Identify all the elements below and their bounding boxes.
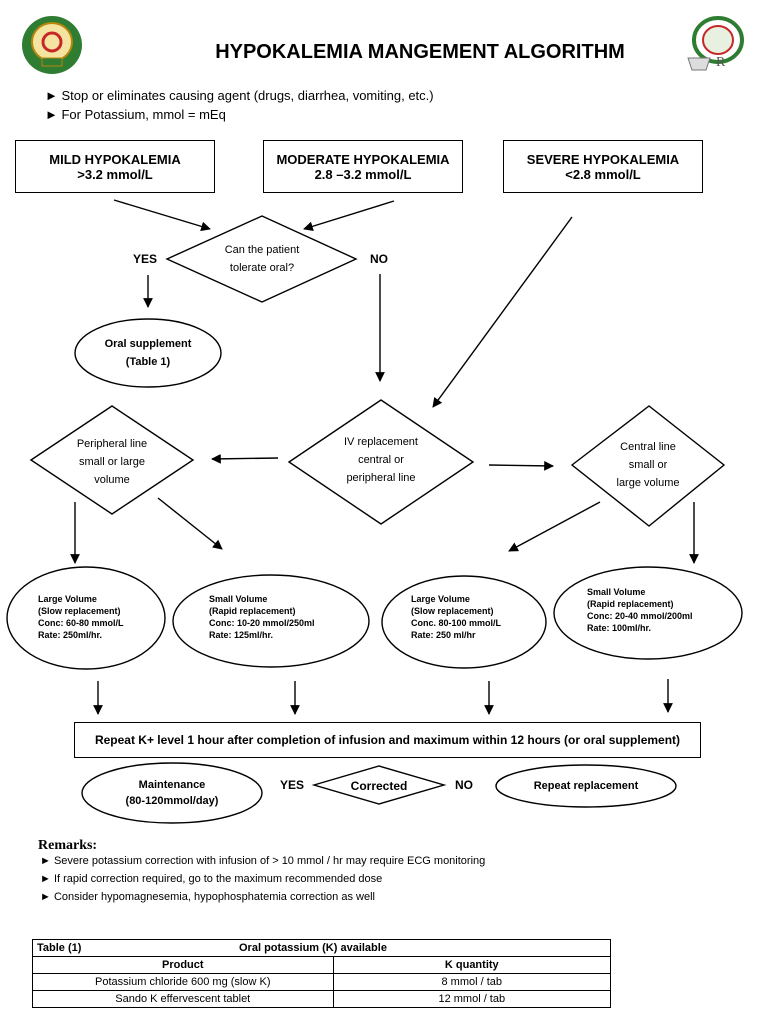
corrected-no-label: NO (455, 778, 473, 792)
oral-supplement-text: Oral supplement (Table 1) (80, 333, 216, 373)
c-small-l2: (Rapid replacement) (587, 599, 674, 609)
moderate-range: 2.8 –3.2 mmol/L (314, 166, 412, 182)
tolerate-oral-line1: Can the patient (224, 244, 300, 256)
remark-ecg: ► Severe potassium correction with infus… (40, 855, 486, 867)
mild-name: MILD HYPOKALEMIA (49, 151, 181, 167)
mild-hypokalemia-box: MILD HYPOKALEMIA >3.2 mmol/L (15, 140, 215, 193)
oral-yes-label: YES (133, 252, 158, 266)
table-caption: Table (1) (37, 942, 82, 954)
maintenance-line1: Maintenance (138, 779, 206, 791)
c-small-ellipse (553, 566, 743, 660)
mild-range: >3.2 mmol/L (77, 166, 153, 182)
oral-supplement-line1: Oral supplement (104, 338, 192, 350)
maintenance-text: Maintenance (80-120mmol/day) (102, 775, 242, 811)
table-caption-row: Table (1) Oral potassium (K) available (32, 939, 611, 957)
row2-product: Sando K effervescent tablet (32, 990, 334, 1008)
svg-text:R: R (716, 55, 726, 70)
remarks-title: Remarks: (38, 838, 98, 853)
p-large-l3: Conc: 60-80 mmol/L (38, 618, 124, 628)
oral-potassium-table: Table (1) Oral potassium (K) available P… (32, 939, 612, 1008)
central-line-diamond (570, 405, 726, 527)
peripheral-line-text: Peripheral line small or large volume (52, 434, 172, 490)
p-small-ellipse (172, 574, 370, 668)
peripheral-line1: Peripheral line (76, 438, 148, 450)
c-large-l3: Conc. 80-100 mmol/L (411, 618, 502, 628)
row1-product: Potassium chloride 600 mg (slow K) (32, 973, 334, 991)
iv-replacement-diamond (287, 399, 475, 525)
corrected-label: Corrected (350, 779, 408, 793)
col-quantity: K quantity (332, 956, 612, 974)
table-header-row: Product K quantity (32, 956, 612, 974)
moderate-hypokalemia-box: MODERATE HYPOKALEMIA 2.8 –3.2 mmol/L (263, 140, 463, 193)
oral-supplement-line2: (Table 1) (125, 356, 171, 368)
peripheral-line-diamond (29, 405, 195, 515)
c-small-l1: Small Volume (587, 587, 646, 597)
central-line2: small or (628, 459, 668, 471)
maintenance-line2: (80-120mmol/day) (125, 795, 219, 807)
col-product: Product (32, 956, 334, 974)
central-line3: large volume (616, 477, 680, 489)
oral-supplement-ellipse (74, 318, 222, 388)
peripheral-line3: volume (94, 474, 130, 486)
tolerate-oral-text: Can the patient tolerate oral? (202, 239, 322, 279)
row2-quantity: 12 mmol / tab (332, 990, 612, 1008)
corrected-yes-label: YES (280, 778, 305, 792)
c-large-ellipse (381, 575, 547, 669)
iv-line2: central or (358, 454, 404, 466)
c-small-text: Small Volume (Rapid replacement) Conc: 2… (587, 586, 693, 634)
p-small-l3: Conc: 10-20 mmol/250ml (209, 618, 315, 628)
corrected-diamond (311, 765, 447, 805)
central-line1: Central line (620, 441, 676, 453)
row1-quantity: 8 mmol / tab (332, 973, 612, 991)
c-small-l3: Conc: 20-40 mmol/200ml (587, 611, 693, 621)
tolerate-oral-line2: tolerate oral? (229, 262, 295, 274)
c-large-l2: (Slow replacement) (411, 606, 494, 616)
remark-hypomagnesemia: ► Consider hypomagnesemia, hypophosphate… (40, 891, 375, 903)
repeat-replacement-text: Repeat replacement (533, 780, 639, 792)
p-small-l4: Rate: 125ml/hr. (209, 630, 274, 640)
ministry-emblem-logo (22, 16, 82, 74)
tolerate-oral-diamond (165, 215, 358, 303)
bullet-mmol-meq: ► For Potassium, mmol = mEq (45, 107, 226, 122)
c-large-l1: Large Volume (411, 594, 470, 604)
p-large-text: Large Volume (Slow replacement) Conc: 60… (38, 593, 124, 641)
repeat-k-level-text: Repeat K+ level 1 hour after completion … (94, 733, 681, 747)
moderate-name: MODERATE HYPOKALEMIA (276, 151, 450, 167)
oral-no-label: NO (370, 252, 388, 266)
p-large-l1: Large Volume (38, 594, 97, 604)
c-large-l4: Rate: 250 ml/hr (411, 630, 476, 640)
remark-rapid: ► If rapid correction required, go to th… (40, 873, 383, 885)
p-small-l2: (Rapid replacement) (209, 606, 296, 616)
table-row: Sando K effervescent tablet 12 mmol / ta… (32, 990, 612, 1008)
p-large-l2: (Slow replacement) (38, 606, 121, 616)
central-line-text: Central line small or large volume (588, 437, 708, 493)
p-small-text: Small Volume (Rapid replacement) Conc: 1… (209, 593, 315, 641)
bullet-stop-agent: ► Stop or eliminates causing agent (drug… (45, 88, 434, 103)
c-large-text: Large Volume (Slow replacement) Conc. 80… (411, 593, 501, 641)
table-heading: Oral potassium (K) available (239, 942, 387, 954)
pharmacy-emblem-logo: R (687, 16, 744, 71)
iv-line1: IV replacement (344, 436, 418, 448)
p-large-ellipse (6, 566, 166, 670)
table-row: Potassium chloride 600 mg (slow K) 8 mmo… (32, 973, 612, 991)
p-small-l1: Small Volume (209, 594, 268, 604)
maintenance-ellipse (81, 762, 263, 824)
peripheral-line2: small or large (78, 456, 146, 468)
severe-name: SEVERE HYPOKALEMIA (526, 151, 680, 167)
page-title: HYPOKALEMIA MANGEMENT ALGORITHM (215, 41, 625, 63)
repeat-replacement-ellipse (495, 764, 677, 808)
severe-range: <2.8 mmol/L (565, 166, 641, 182)
severe-hypokalemia-box: SEVERE HYPOKALEMIA <2.8 mmol/L (503, 140, 703, 193)
repeat-k-level-box: Repeat K+ level 1 hour after completion … (74, 722, 701, 758)
c-small-l4: Rate: 100ml/hr. (587, 623, 652, 633)
iv-replacement-text: IV replacement central or peripheral lin… (316, 432, 446, 488)
iv-line3: peripheral line (346, 472, 416, 484)
p-large-l4: Rate: 250ml/hr. (38, 630, 103, 640)
